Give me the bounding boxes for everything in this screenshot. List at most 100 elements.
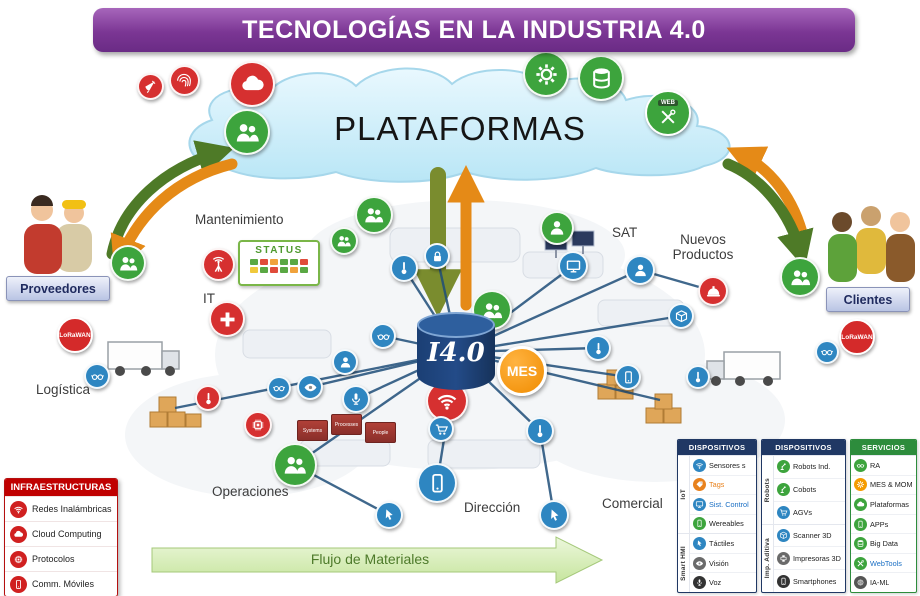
table-row: WebTools xyxy=(851,552,916,573)
pointer-node-2 xyxy=(539,500,569,530)
person-node-1 xyxy=(332,349,358,375)
legend-title: INFRAESTRUCTURAS xyxy=(5,479,117,496)
web-tools-node: WEB xyxy=(645,90,691,136)
gear-icon xyxy=(533,61,560,88)
table-item-label: Sist. Control xyxy=(709,499,749,509)
table-row: Scanner 3D xyxy=(774,525,845,547)
chip-icon xyxy=(10,550,27,568)
robot-icon xyxy=(777,460,790,474)
network-link xyxy=(457,314,682,354)
fingerprint-node xyxy=(168,64,200,96)
table-row: IA-ML xyxy=(851,572,916,592)
status-board-title: STATUS xyxy=(255,245,303,256)
phone-icon xyxy=(777,574,790,588)
group-label: Imp. Aditiva xyxy=(762,524,774,592)
table-item-label: Big Data xyxy=(870,539,898,549)
robot-icon xyxy=(777,483,790,497)
satellite-node xyxy=(136,72,164,100)
thermometer-icon xyxy=(591,341,606,356)
phone-icon xyxy=(854,517,867,531)
it-cross-node xyxy=(209,301,245,337)
client-up-arrow xyxy=(726,146,810,246)
box-icon xyxy=(674,309,689,324)
truck-right xyxy=(706,351,781,386)
printer-icon xyxy=(777,551,790,565)
hardhat-icon xyxy=(705,283,722,300)
group-label: Robots xyxy=(762,456,774,524)
title-banner: TECNOLOGÍAS EN LA INDUSTRIA 4.0 xyxy=(93,8,855,52)
maintenance-people-node xyxy=(355,196,393,234)
tablet-node xyxy=(615,364,641,390)
legend-item-label: Cloud Computing xyxy=(32,529,102,539)
people-icon xyxy=(363,204,385,226)
table-item-label: Cobots xyxy=(793,485,817,495)
cloud-icon xyxy=(239,71,266,98)
phone-icon xyxy=(693,517,706,531)
gear-icon xyxy=(854,478,867,492)
tools-icon xyxy=(658,107,678,127)
pointer-icon xyxy=(546,507,563,524)
legend-item-label: Comm. Móviles xyxy=(32,579,95,589)
table-item-label: Smartphones xyxy=(793,576,837,586)
people-icon xyxy=(118,253,139,274)
cross-icon xyxy=(217,309,238,330)
legend-item: Redes Inalámbricas xyxy=(5,496,117,521)
label-comercial: Comercial xyxy=(602,496,663,511)
i40-label: I4.0 xyxy=(427,338,485,368)
clientes-illustration xyxy=(828,206,915,282)
brain-icon xyxy=(854,576,867,590)
proveedores-box: Proveedores xyxy=(6,276,110,301)
platform-people-node xyxy=(224,109,270,155)
lorawan-badge-left: LoRaWAN xyxy=(57,317,93,353)
table-item-label: Tags xyxy=(709,480,725,490)
table-row: Tags xyxy=(690,474,756,495)
thermometer-node-1 xyxy=(390,254,418,282)
thermometer-node-2 xyxy=(585,335,611,361)
glasses-node-1 xyxy=(370,323,396,349)
smartphone-node xyxy=(417,463,457,503)
ops-board-processes: Processes xyxy=(331,414,362,435)
ops-board-people: People xyxy=(365,422,396,443)
table-row: Voz xyxy=(690,572,756,592)
table-row: Sist. Control xyxy=(690,494,756,514)
thermometer-icon xyxy=(201,391,216,406)
mes-node: MES xyxy=(497,346,547,396)
cart-icon xyxy=(777,506,790,520)
lock-icon xyxy=(430,249,445,264)
wifi-icon xyxy=(435,389,459,413)
material-flow-label: Flujo de Materiales xyxy=(310,551,430,567)
sat-person-node xyxy=(540,211,574,245)
cloud-server-node xyxy=(229,61,275,107)
truck-left xyxy=(107,341,180,376)
table-item-label: Scanner 3D xyxy=(793,530,832,540)
legend-item: Cloud Computing xyxy=(5,521,117,546)
tag-icon xyxy=(693,478,706,492)
table-item-label: RA xyxy=(870,460,881,470)
antenna-node xyxy=(201,247,235,281)
table-row: Sensores s xyxy=(690,456,756,475)
operations-people-node xyxy=(273,443,317,487)
table-header: SERVICIOS xyxy=(851,440,916,455)
box-node xyxy=(668,303,694,329)
table-row: Big Data xyxy=(851,533,916,553)
clientes-box: Clientes xyxy=(826,287,910,312)
group-label: Smart HMI xyxy=(678,534,690,592)
mic-icon xyxy=(693,576,706,590)
table-row: Smartphones xyxy=(774,569,845,592)
label-logistica: Logística xyxy=(36,382,91,397)
table-item-label: Plataformas xyxy=(870,499,909,509)
web-badge-label: WEB xyxy=(658,99,678,106)
label-it: IT xyxy=(203,291,215,306)
cart-node xyxy=(428,416,454,442)
screen-icon xyxy=(693,497,706,511)
status-grid xyxy=(250,259,308,273)
screen-icon xyxy=(565,258,582,275)
lock-node xyxy=(424,243,450,269)
mic-icon xyxy=(348,391,364,407)
table-row: APPs xyxy=(851,513,916,534)
left-thermometer-node xyxy=(195,385,221,411)
